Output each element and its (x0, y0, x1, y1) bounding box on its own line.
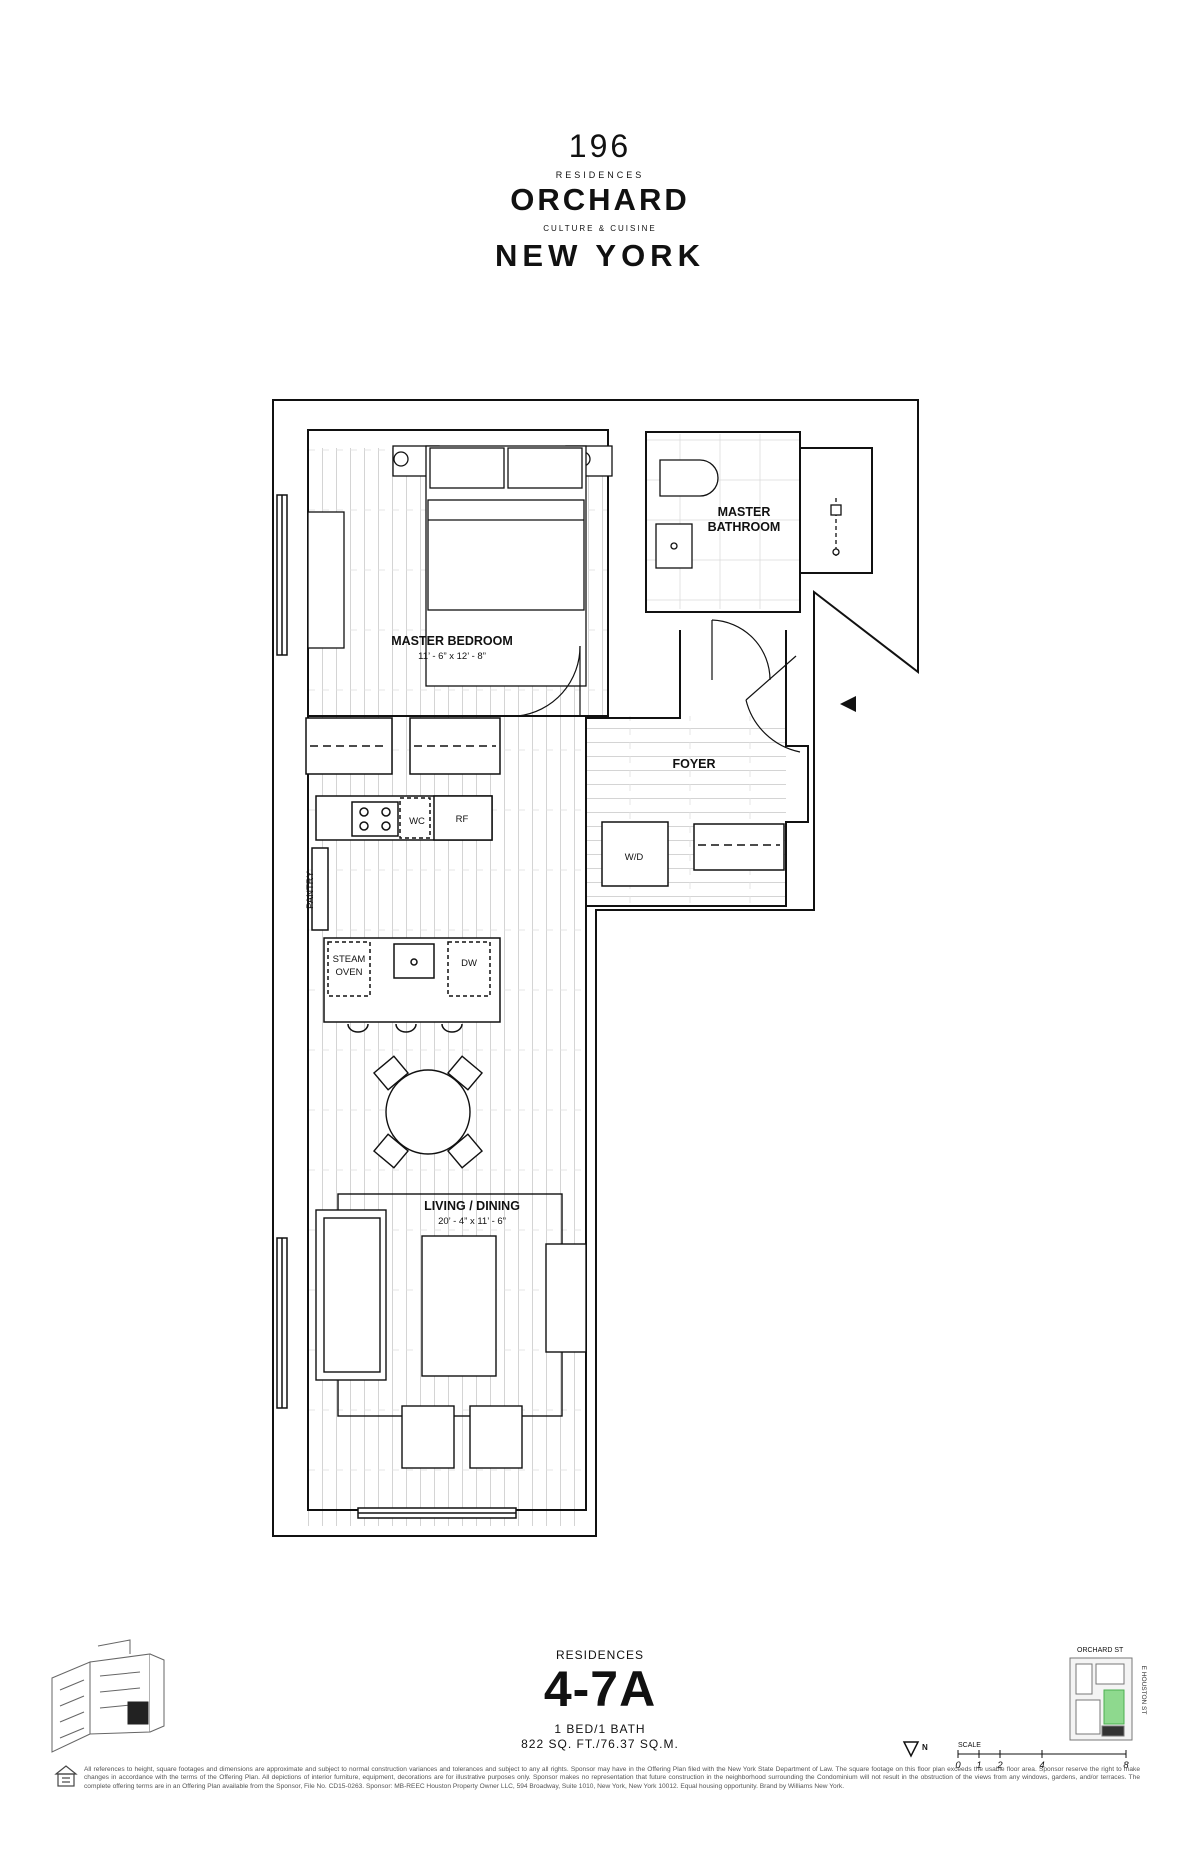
brand-residences: RESIDENCES (555, 170, 645, 180)
brand-name: ORCHARD (510, 182, 690, 217)
brand-number: 196 (568, 128, 632, 164)
dining-table (372, 1055, 484, 1169)
equal-housing-icon (54, 1765, 78, 1787)
master-bedroom-label: MASTER BEDROOM (391, 634, 513, 648)
bed (392, 445, 613, 687)
building-axonometric (51, 1639, 165, 1753)
scale-tick: 4 (1039, 1760, 1044, 1771)
legal-disclaimer: All references to height, square footage… (84, 1766, 1140, 1790)
scale-bar (957, 1750, 1127, 1758)
north-arrow-icon: N (902, 1741, 928, 1758)
bedroom-closets (305, 717, 785, 871)
foyer-label: FOYER (672, 757, 715, 771)
master-bathroom-label-2: BATHROOM (708, 520, 781, 534)
unit-area: 822 SQ. FT./76.37 SQ.M. (521, 1737, 679, 1751)
foyer-doors (711, 619, 801, 753)
kitchen-island (323, 937, 501, 1033)
rf-label: RF (456, 814, 469, 825)
site-key-map (1069, 1657, 1133, 1741)
wc-label: WC (409, 816, 425, 827)
bedroom-door (517, 645, 581, 717)
scale-tick: 8 (1123, 1760, 1129, 1771)
wd-label: W/D (625, 852, 644, 863)
scale-tick: 1 (976, 1760, 981, 1771)
scale-tick: 0 (955, 1760, 961, 1771)
svg-text:N: N (922, 1743, 928, 1752)
master-bedroom-dims: 11’ - 6” x 12’ - 8” (418, 651, 486, 662)
scale-label: SCALE (958, 1742, 981, 1749)
brand-tagline: CULTURE & CUISINE (543, 224, 657, 233)
unit-number: 4-7A (543, 1661, 657, 1717)
master-bathroom-label-1: MASTER (718, 505, 771, 519)
entry-arrow-icon (840, 696, 856, 712)
bathroom-fixtures (655, 459, 842, 569)
living-dining-dims: 20’ - 4” x 11’ - 6” (438, 1216, 506, 1227)
steam-oven-label-1: STEAM (333, 954, 366, 965)
living-furniture (315, 1193, 587, 1469)
site-map-street-top: ORCHARD ST (1077, 1647, 1124, 1654)
unit-prefix: RESIDENCES (555, 1648, 645, 1662)
windows-left (276, 494, 517, 1519)
dw-label: DW (461, 958, 477, 969)
brand-city: NEW YORK (495, 238, 705, 273)
scale-tick: 2 (996, 1760, 1003, 1771)
interior-walls (307, 429, 873, 907)
washer-dryer (601, 821, 669, 887)
unit-type: 1 BED/1 BATH (554, 1722, 646, 1736)
steam-oven-label-2: OVEN (336, 967, 363, 978)
site-map-street-side: E HOUSTON ST (1140, 1666, 1147, 1715)
living-dining-label: LIVING / DINING (424, 1199, 520, 1213)
kitchen-counter (311, 795, 493, 931)
pantry-label: PANTRY (305, 871, 316, 909)
bedroom-bench (307, 511, 345, 649)
